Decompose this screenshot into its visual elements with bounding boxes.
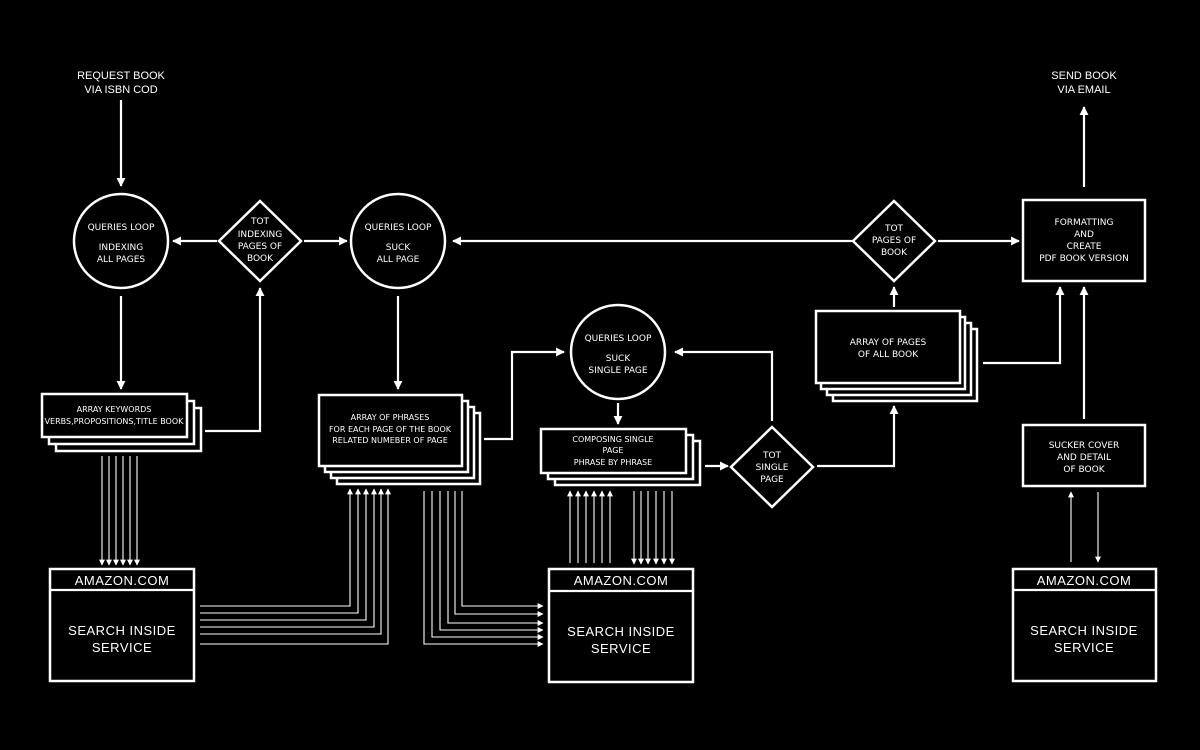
svg-text:INDEXING: INDEXING xyxy=(238,230,283,240)
queries-loop-suck-single: QUERIES LOOP SUCK SINGLE PAGE xyxy=(569,303,667,401)
svg-text:SUCK: SUCK xyxy=(386,243,412,253)
svg-text:PAGE: PAGE xyxy=(603,446,624,455)
svg-text:ALL PAGES: ALL PAGES xyxy=(97,255,146,265)
svg-text:SERVICE: SERVICE xyxy=(591,641,651,656)
svg-text:CREATE: CREATE xyxy=(1067,242,1102,252)
svg-text:ARRAY OF PAGES: ARRAY OF PAGES xyxy=(850,338,927,348)
send-book-label: SEND BOOK VIA EMAIL xyxy=(1051,70,1117,96)
svg-text:SEARCH INSIDE: SEARCH INSIDE xyxy=(1030,623,1138,638)
svg-text:PAGES OF: PAGES OF xyxy=(238,242,282,252)
svg-text:ARRAY OF PHRASES: ARRAY OF PHRASES xyxy=(351,413,430,422)
svg-text:SERVICE: SERVICE xyxy=(1054,640,1114,655)
svg-text:OF ALL BOOK: OF ALL BOOK xyxy=(858,350,919,360)
svg-text:VERBS,PROPOSITIONS,TITLE BOOK: VERBS,PROPOSITIONS,TITLE BOOK xyxy=(45,417,185,426)
svg-text:QUERIES LOOP: QUERIES LOOP xyxy=(365,223,432,233)
svg-text:AMAZON.COM: AMAZON.COM xyxy=(1037,573,1132,588)
svg-text:COMPOSING SINGLE: COMPOSING SINGLE xyxy=(572,435,653,444)
tot-pages-decision: TOT PAGES OF BOOK xyxy=(851,199,937,283)
array-pages-stack: ARRAY OF PAGES OF ALL BOOK xyxy=(814,309,979,403)
svg-text:OF BOOK: OF BOOK xyxy=(1063,465,1105,475)
svg-text:TOT: TOT xyxy=(250,217,270,227)
svg-text:AMAZON.COM: AMAZON.COM xyxy=(574,573,669,588)
array-phrases-stack: ARRAY OF PHRASES FOR EACH PAGE OF THE BO… xyxy=(317,393,482,486)
amazon-service-middle: AMAZON.COM SEARCH INSIDE SERVICE xyxy=(547,567,695,684)
svg-text:INDEXING: INDEXING xyxy=(99,243,144,253)
svg-text:ALL PAGE: ALL PAGE xyxy=(377,255,420,265)
formatting-pdf-box: FORMATTING AND CREATE PDF BOOK VERSION xyxy=(1021,198,1147,283)
svg-text:BOOK: BOOK xyxy=(247,254,274,264)
svg-text:PHRASE BY PHRASE: PHRASE BY PHRASE xyxy=(574,458,652,467)
svg-text:AMAZON.COM: AMAZON.COM xyxy=(75,573,170,588)
api-connectors xyxy=(99,456,1101,647)
svg-text:TOT: TOT xyxy=(762,451,782,461)
svg-text:SEARCH INSIDE: SEARCH INSIDE xyxy=(68,623,176,638)
svg-text:FORMATTING: FORMATTING xyxy=(1055,218,1114,228)
sucker-cover-box: SUCKER COVER AND DETAIL OF BOOK xyxy=(1021,423,1147,488)
svg-text:PAGE: PAGE xyxy=(760,475,784,485)
svg-text:VIA EMAIL: VIA EMAIL xyxy=(1057,84,1110,96)
svg-text:SUCK: SUCK xyxy=(606,354,632,364)
svg-text:PAGES OF: PAGES OF xyxy=(872,236,916,246)
queries-loop-indexing: QUERIES LOOP INDEXING ALL PAGES xyxy=(72,192,170,290)
svg-text:FOR EACH PAGE OF THE BOOK: FOR EACH PAGE OF THE BOOK xyxy=(329,425,452,434)
amazon-service-left: AMAZON.COM SEARCH INSIDE SERVICE xyxy=(48,567,196,683)
array-keywords-stack: ARRAY KEYWORDS VERBS,PROPOSITIONS,TITLE … xyxy=(40,392,203,453)
tot-single-page-decision: TOT SINGLE PAGE xyxy=(729,425,815,509)
request-book-label: REQUEST BOOK VIA ISBN COD xyxy=(77,70,165,96)
connectors xyxy=(116,100,1089,471)
svg-text:SERVICE: SERVICE xyxy=(92,640,152,655)
svg-text:QUERIES LOOP: QUERIES LOOP xyxy=(585,334,652,344)
queries-loop-suck-all: QUERIES LOOP SUCK ALL PAGE xyxy=(349,192,447,290)
svg-text:TOT: TOT xyxy=(884,224,904,234)
composing-page-stack: COMPOSING SINGLE PAGE PHRASE BY PHRASE xyxy=(539,427,702,487)
svg-text:SEARCH INSIDE: SEARCH INSIDE xyxy=(567,624,675,639)
svg-text:SUCKER COVER: SUCKER COVER xyxy=(1049,441,1120,451)
svg-text:ARRAY KEYWORDS: ARRAY KEYWORDS xyxy=(77,405,152,414)
amazon-service-right: AMAZON.COM SEARCH INSIDE SERVICE xyxy=(1011,567,1158,683)
svg-text:PDF BOOK VERSION: PDF BOOK VERSION xyxy=(1039,254,1129,264)
svg-text:REQUEST BOOK: REQUEST BOOK xyxy=(77,70,165,82)
svg-text:RELATED NUMEBER OF PAGE: RELATED NUMEBER OF PAGE xyxy=(332,436,448,445)
svg-text:VIA ISBN COD: VIA ISBN COD xyxy=(84,84,157,96)
svg-text:SINGLE: SINGLE xyxy=(756,463,789,473)
tot-indexing-pages-decision: TOT INDEXING PAGES OF BOOK xyxy=(217,199,303,283)
svg-text:SEND BOOK: SEND BOOK xyxy=(1051,70,1117,82)
svg-text:AND: AND xyxy=(1074,230,1094,240)
svg-text:AND DETAIL: AND DETAIL xyxy=(1057,453,1111,463)
svg-text:SINGLE PAGE: SINGLE PAGE xyxy=(588,366,647,376)
svg-text:QUERIES LOOP: QUERIES LOOP xyxy=(88,223,155,233)
svg-text:BOOK: BOOK xyxy=(881,248,908,258)
